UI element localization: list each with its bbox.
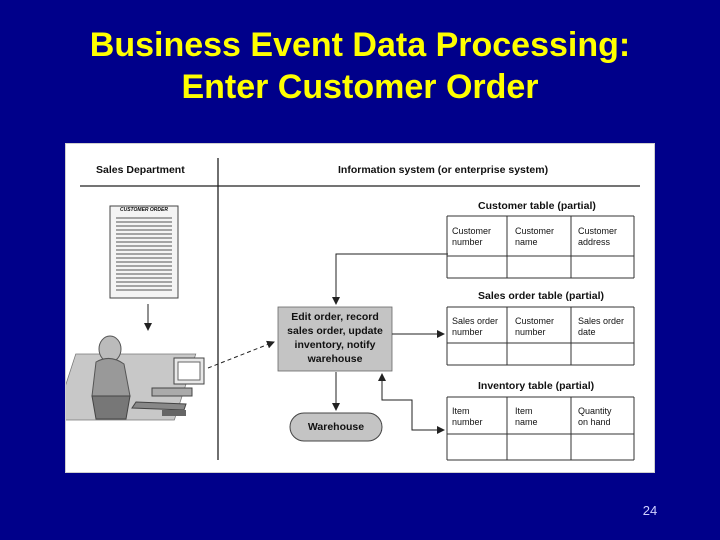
title-line-2: Enter Customer Order <box>181 68 539 106</box>
process-line-3: inventory, notify <box>294 339 376 351</box>
inventory-table-title: Inventory table (partial) <box>478 380 595 392</box>
process-line-1: Edit order, record <box>291 311 379 323</box>
title-line-1: Business Event Data Processing: <box>89 26 631 64</box>
process-line-2: sales order, update <box>287 325 383 337</box>
sales-order-table-grid <box>446 306 635 366</box>
process-diagram: Sales Department Information system (or … <box>65 143 655 473</box>
warehouse-label: Warehouse <box>307 421 365 433</box>
warehouse-shape <box>289 412 383 442</box>
sales-department-label: Sales Department <box>96 164 185 176</box>
page-number: 24 <box>642 503 658 518</box>
customer-order-doc-label: CUSTOMER ORDER <box>120 207 168 213</box>
slide-title: Business Event Data Processing: Enter Cu… <box>0 24 720 108</box>
inventory-table-grid <box>446 396 635 461</box>
process-box-shape <box>277 306 393 372</box>
clerk-at-computer-icon <box>66 335 205 421</box>
customer-table-grid <box>446 215 635 279</box>
diagram-lines <box>66 158 640 461</box>
process-line-4: warehouse <box>307 353 363 365</box>
customer-table-title: Customer table (partial) <box>478 200 596 212</box>
process-box: Edit order, record sales order, update i… <box>278 310 392 366</box>
customer-order-document-icon <box>109 205 179 299</box>
sales-order-table-title: Sales order table (partial) <box>478 290 605 302</box>
information-system-label: Information system (or enterprise system… <box>338 164 549 176</box>
